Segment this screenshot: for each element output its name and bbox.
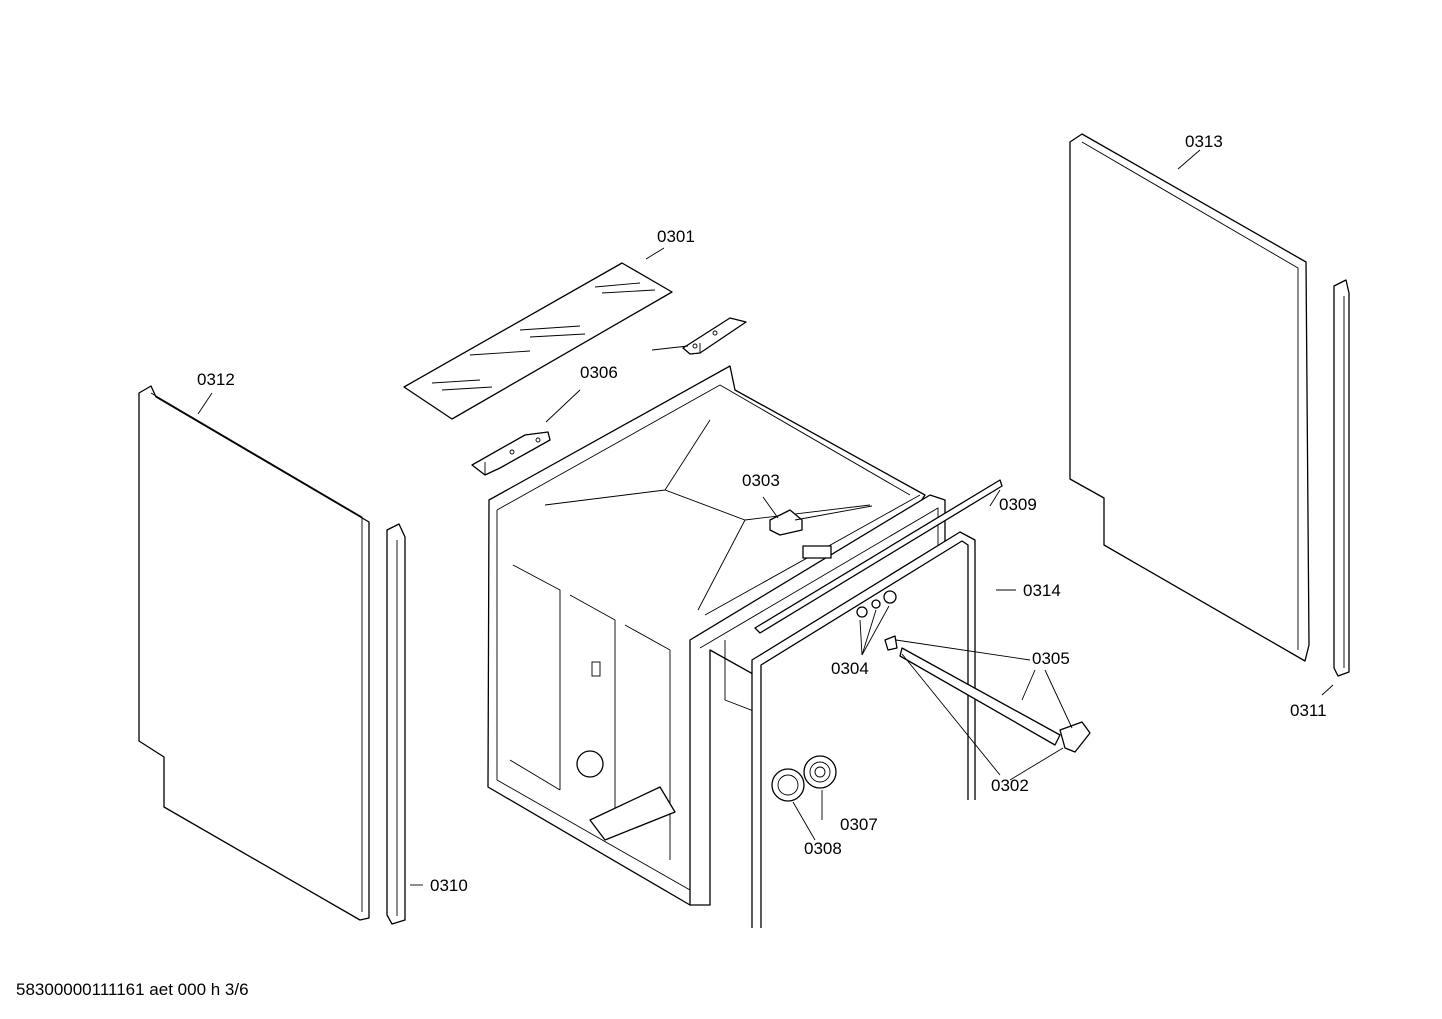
label-0310: 0310 (430, 876, 468, 895)
label-0306: 0306 (580, 363, 618, 382)
part-0307-cap (803, 755, 837, 789)
part-0303-clip (769, 509, 832, 559)
label-0308: 0308 (804, 839, 842, 858)
part-0306-bracket-lower (471, 431, 551, 476)
part-0305-side-rail (884, 635, 1091, 753)
label-0305: 0305 (1032, 649, 1070, 668)
label-0302: 0302 (991, 776, 1029, 795)
label-0301: 0301 (657, 227, 695, 246)
label-0309: 0309 (999, 495, 1037, 514)
part-0308-ring (771, 768, 805, 802)
label-0304: 0304 (831, 659, 869, 678)
callout-labels: 0301 0306 0312 0303 0309 0314 0304 0305 … (197, 132, 1327, 895)
diagram-reference-code: 58300000111161 aet 000 h 3/6 (16, 980, 249, 999)
part-0310-left-trim-strip (386, 523, 406, 925)
part-0311-right-trim-strip (1333, 279, 1350, 677)
label-0312: 0312 (197, 370, 235, 389)
label-0303: 0303 (742, 471, 780, 490)
part-0304-fittings (856, 590, 897, 618)
leader-lines (197, 149, 1334, 886)
part-0301-top-plate (403, 262, 673, 420)
part-0313-right-side-panel (1069, 133, 1310, 662)
part-0312-left-side-panel (138, 385, 370, 921)
label-0307: 0307 (840, 815, 878, 834)
label-0313: 0313 (1185, 132, 1223, 151)
label-0311: 0311 (1290, 701, 1327, 720)
part-0314-seal-frame (751, 531, 976, 928)
part-0306-bracket-upper (682, 317, 747, 355)
label-0314: 0314 (1023, 581, 1061, 600)
